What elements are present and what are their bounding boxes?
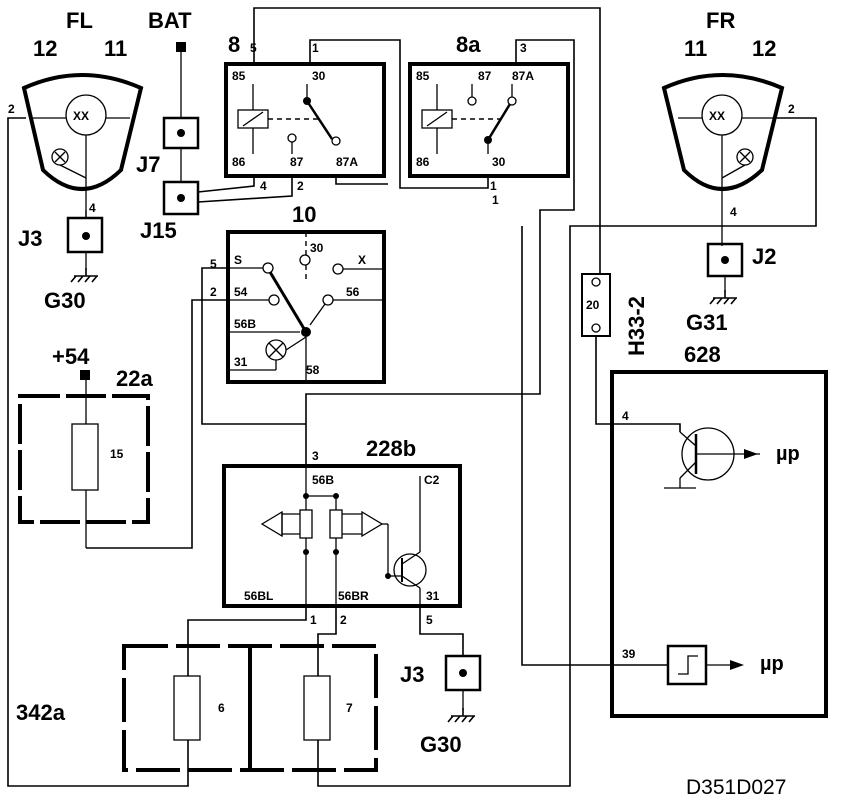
- connector-j2: J2 G31: [686, 242, 776, 335]
- svg-text:XX: XX: [709, 109, 725, 123]
- module-628: 628 4 µp 39 µp: [610, 342, 828, 718]
- svg-text:4: 4: [89, 201, 96, 215]
- svg-text:3: 3: [312, 449, 319, 463]
- svg-text:87A: 87A: [512, 69, 534, 83]
- svg-text:µp: µp: [760, 653, 784, 675]
- svg-text:56BL: 56BL: [244, 589, 273, 603]
- svg-text:BAT: BAT: [148, 8, 192, 33]
- svg-text:1: 1: [492, 193, 499, 207]
- svg-text:5: 5: [426, 613, 433, 627]
- svg-text:J7: J7: [136, 152, 160, 177]
- svg-text:+54: +54: [52, 344, 90, 369]
- svg-text:J3: J3: [400, 662, 424, 687]
- svg-text:8a: 8a: [456, 32, 481, 57]
- battery-feed: BAT J7 J15: [136, 8, 200, 243]
- svg-text:4: 4: [730, 205, 737, 219]
- svg-text:FL: FL: [66, 8, 93, 33]
- fuse-6: [173, 675, 201, 741]
- svg-text:J2: J2: [752, 244, 776, 269]
- lamp-fl-housing: [21, 73, 144, 191]
- svg-text:39: 39: [622, 647, 636, 661]
- svg-text:12: 12: [752, 36, 776, 61]
- svg-text:1: 1: [490, 179, 497, 193]
- relay-8a: 8a 3 85 87 87A 86 30 1 1: [408, 32, 570, 207]
- svg-text:4: 4: [260, 179, 267, 193]
- svg-text:5: 5: [210, 257, 217, 271]
- svg-text:11: 11: [104, 36, 127, 61]
- svg-text:56: 56: [346, 285, 360, 299]
- svg-text:87: 87: [290, 155, 304, 169]
- connector-j3-bottom: J3 G30: [400, 654, 482, 757]
- svg-text:20: 20: [586, 298, 600, 312]
- svg-text:86: 86: [232, 155, 246, 169]
- diagram-id: D351D027: [686, 776, 786, 799]
- svg-text:H33-2: H33-2: [624, 296, 649, 356]
- svg-text:87: 87: [478, 69, 492, 83]
- svg-text:1: 1: [312, 41, 319, 55]
- svg-text:86: 86: [416, 155, 430, 169]
- relay-8: 8 5 1 85 30 86 87 87A 4 2: [224, 32, 386, 193]
- svg-text:15: 15: [110, 447, 124, 461]
- svg-text:85: 85: [232, 69, 246, 83]
- svg-text:31: 31: [426, 589, 440, 603]
- light-switch-10: 10 5 2 S 30 X 54 56 56B 31 58: [210, 202, 386, 384]
- svg-text:7: 7: [346, 701, 353, 715]
- svg-text:2: 2: [210, 285, 217, 299]
- svg-text:85: 85: [416, 69, 430, 83]
- fuse-15: [71, 423, 99, 491]
- svg-text:2: 2: [788, 102, 795, 116]
- svg-text:54: 54: [234, 285, 248, 299]
- svg-text:11: 11: [684, 36, 707, 61]
- svg-text:C2: C2: [424, 473, 440, 487]
- svg-text:22a: 22a: [116, 366, 153, 391]
- svg-text:628: 628: [684, 342, 721, 367]
- fuse-box-22a: +54 22a 15: [18, 344, 153, 548]
- svg-text:G30: G30: [420, 732, 462, 757]
- connector-h33-2: 20 H33-2: [581, 273, 649, 356]
- svg-text:X: X: [358, 253, 366, 267]
- svg-text:87A: 87A: [336, 155, 358, 169]
- svg-text:J15: J15: [140, 218, 177, 243]
- wires: [7, 7, 817, 787]
- svg-text:8: 8: [228, 32, 240, 57]
- svg-text:J3: J3: [18, 226, 42, 251]
- lamp-fr-housing: [661, 73, 785, 191]
- svg-text:342a: 342a: [16, 700, 66, 725]
- svg-text:12: 12: [33, 36, 57, 61]
- svg-text:56BR: 56BR: [338, 589, 369, 603]
- svg-text:G31: G31: [686, 310, 728, 335]
- svg-text:1: 1: [310, 613, 317, 627]
- svg-text:58: 58: [306, 363, 320, 377]
- svg-text:30: 30: [310, 241, 324, 255]
- svg-text:2: 2: [340, 613, 347, 627]
- svg-text:3: 3: [520, 41, 527, 55]
- svg-text:56B: 56B: [312, 473, 334, 487]
- connector-j15: [162, 180, 200, 216]
- svg-text:30: 30: [492, 155, 506, 169]
- svg-text:31: 31: [234, 355, 248, 369]
- lamp-fr: FR 11 12 XX 2 4: [661, 8, 795, 246]
- svg-text:10: 10: [292, 202, 316, 227]
- svg-text:56B: 56B: [234, 317, 256, 331]
- svg-text:228b: 228b: [366, 436, 416, 461]
- svg-text:6: 6: [218, 701, 225, 715]
- lamp-fl: FL 12 11 XX 2 4: [8, 8, 144, 218]
- svg-text:XX: XX: [73, 109, 89, 123]
- svg-text:4: 4: [622, 409, 629, 423]
- connector-j3-top: J3 G30: [18, 216, 104, 313]
- svg-text:µp: µp: [776, 443, 800, 465]
- svg-text:2: 2: [297, 179, 304, 193]
- svg-text:G30: G30: [44, 288, 86, 313]
- module-228b: 228b 3 56B C2 56BL 56BR 31 1 2 5: [222, 436, 462, 627]
- svg-text:S: S: [234, 253, 242, 267]
- transistor-228b: [393, 553, 427, 587]
- fuse-box-342a: 342a 6 7: [16, 644, 378, 772]
- svg-text:2: 2: [8, 102, 15, 116]
- svg-text:30: 30: [312, 69, 326, 83]
- fuse-7: [303, 675, 331, 741]
- svg-text:FR: FR: [706, 8, 735, 33]
